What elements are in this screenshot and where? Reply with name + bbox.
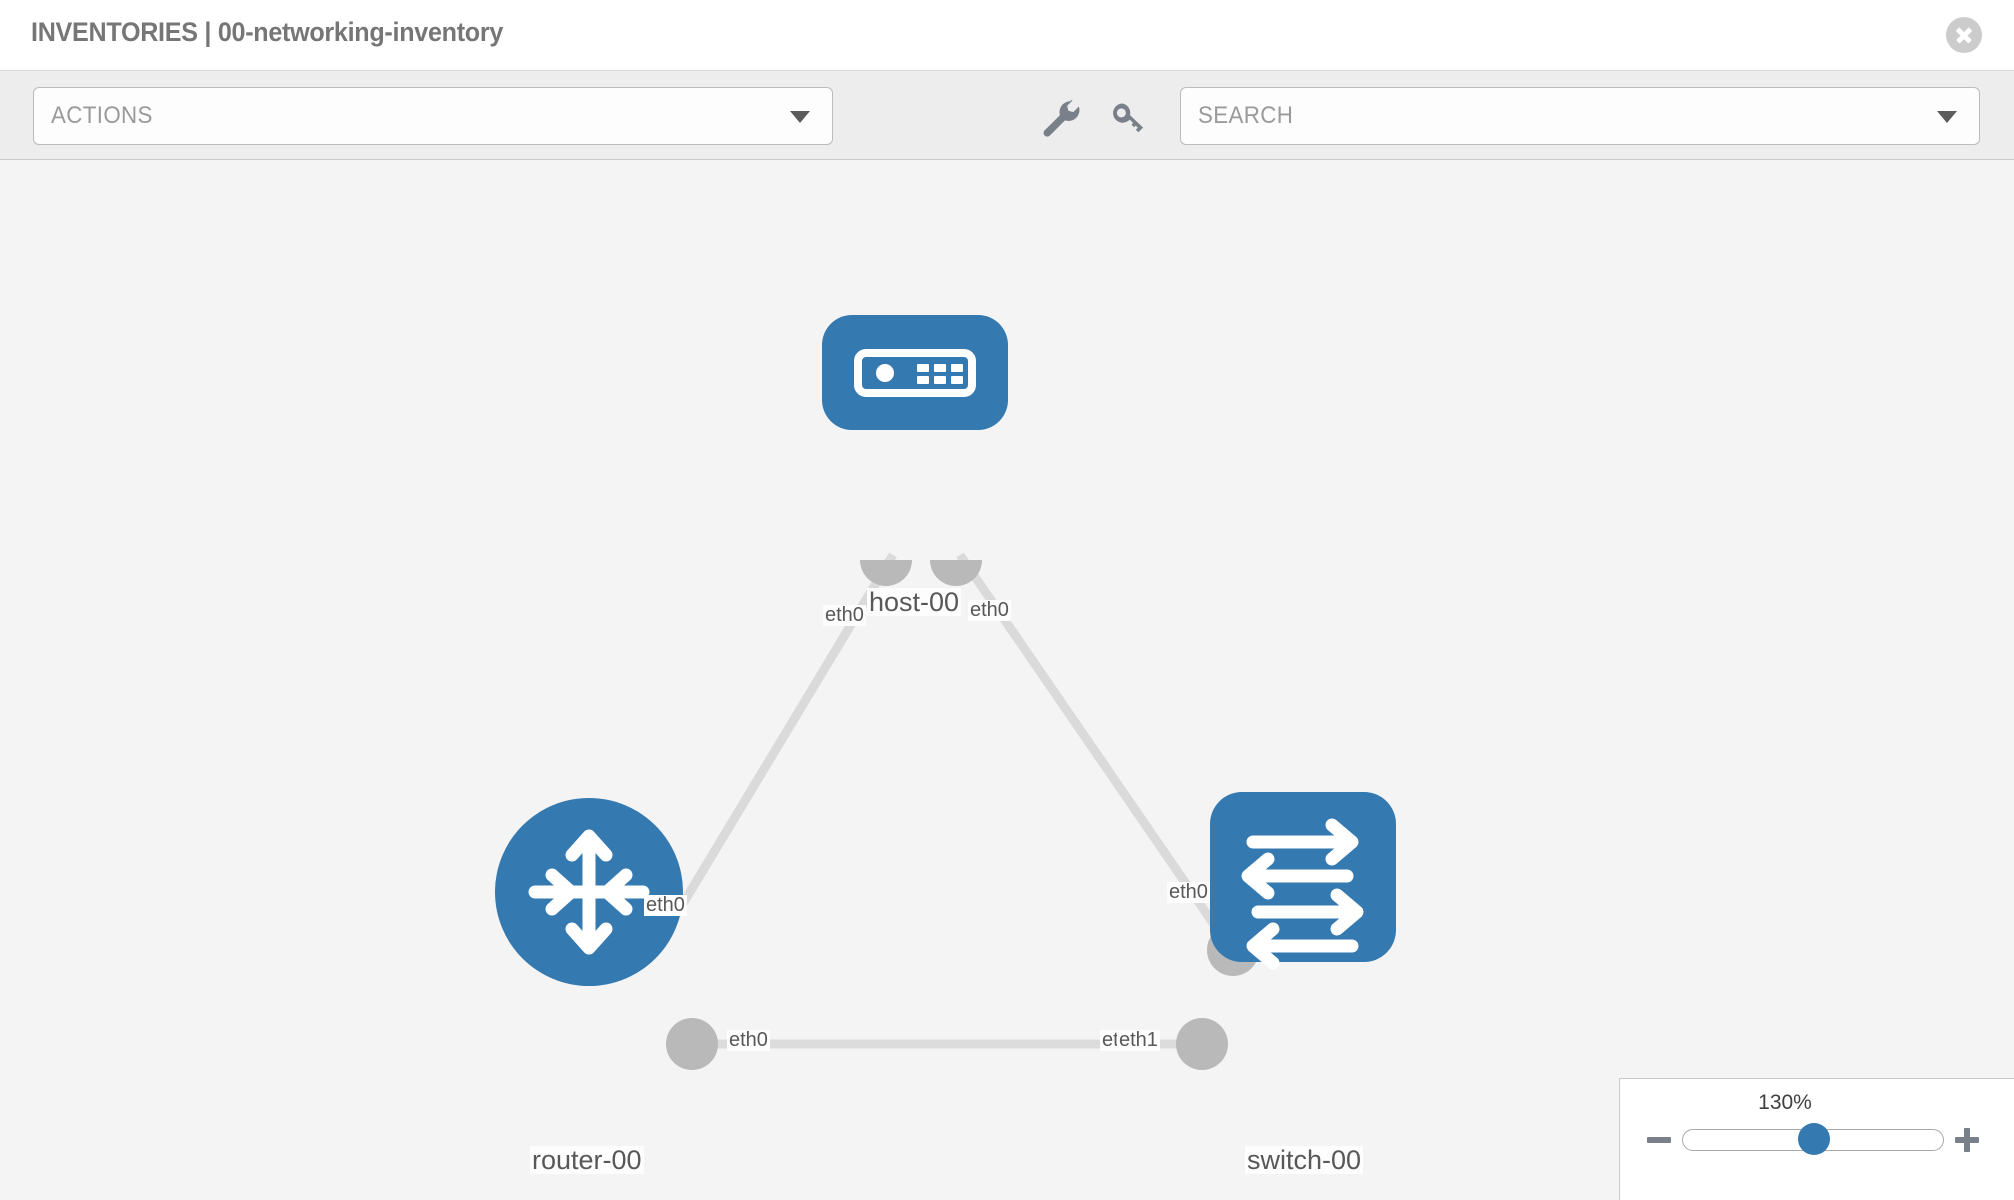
chevron-down-icon xyxy=(1937,111,1957,123)
topology-canvas[interactable]: eth0 eth0 eth0 eth0 eth0 eth eth1 host-0… xyxy=(0,160,2014,1200)
interface-label: eth1 xyxy=(1117,1029,1160,1051)
node-name-label-router: router-00 xyxy=(530,1145,644,1175)
interface-label: eth0 xyxy=(727,1029,770,1051)
zoom-out-button[interactable] xyxy=(1646,1127,1672,1153)
interface-label: eth0 xyxy=(968,599,1011,621)
chevron-down-icon xyxy=(790,111,810,123)
connector-host-right xyxy=(930,560,982,586)
connector-switch-left xyxy=(1176,1018,1228,1070)
connector-router-right xyxy=(666,1018,718,1070)
key-icon[interactable] xyxy=(1108,97,1150,139)
zoom-control-panel: 130% xyxy=(1619,1078,2014,1200)
wrench-icon[interactable] xyxy=(1040,97,1082,139)
window-header: INVENTORIES | 00-networking-inventory xyxy=(0,0,2014,70)
page-title: INVENTORIES | 00-networking-inventory xyxy=(31,17,504,47)
topology-connectors xyxy=(666,560,1259,1070)
zoom-slider-thumb[interactable] xyxy=(1798,1123,1830,1155)
topology-graph xyxy=(495,315,1396,1070)
search-placeholder: SEARCH xyxy=(1198,102,1294,129)
zoom-level-value: 130% xyxy=(1758,1091,1812,1114)
topology-links xyxy=(648,552,1239,1049)
node-name-label-host: host-00 xyxy=(867,587,962,617)
node-switch-00 xyxy=(1210,792,1396,970)
connector-host-left xyxy=(860,560,912,586)
search-input[interactable]: SEARCH xyxy=(1180,87,1980,145)
node-host-00 xyxy=(822,315,1008,430)
toolbar: ACTIONS SEARCH xyxy=(0,70,2014,160)
node-router-00 xyxy=(495,798,683,986)
interface-label: eth0 xyxy=(823,604,866,626)
actions-dropdown[interactable]: ACTIONS xyxy=(33,87,833,145)
close-icon[interactable] xyxy=(1946,17,1982,53)
zoom-in-button[interactable] xyxy=(1954,1127,1980,1153)
actions-dropdown-label: ACTIONS xyxy=(51,102,153,129)
interface-label: eth0 xyxy=(644,894,687,916)
node-name-label-switch: switch-00 xyxy=(1245,1145,1364,1175)
interface-label: eth0 xyxy=(1167,881,1210,903)
